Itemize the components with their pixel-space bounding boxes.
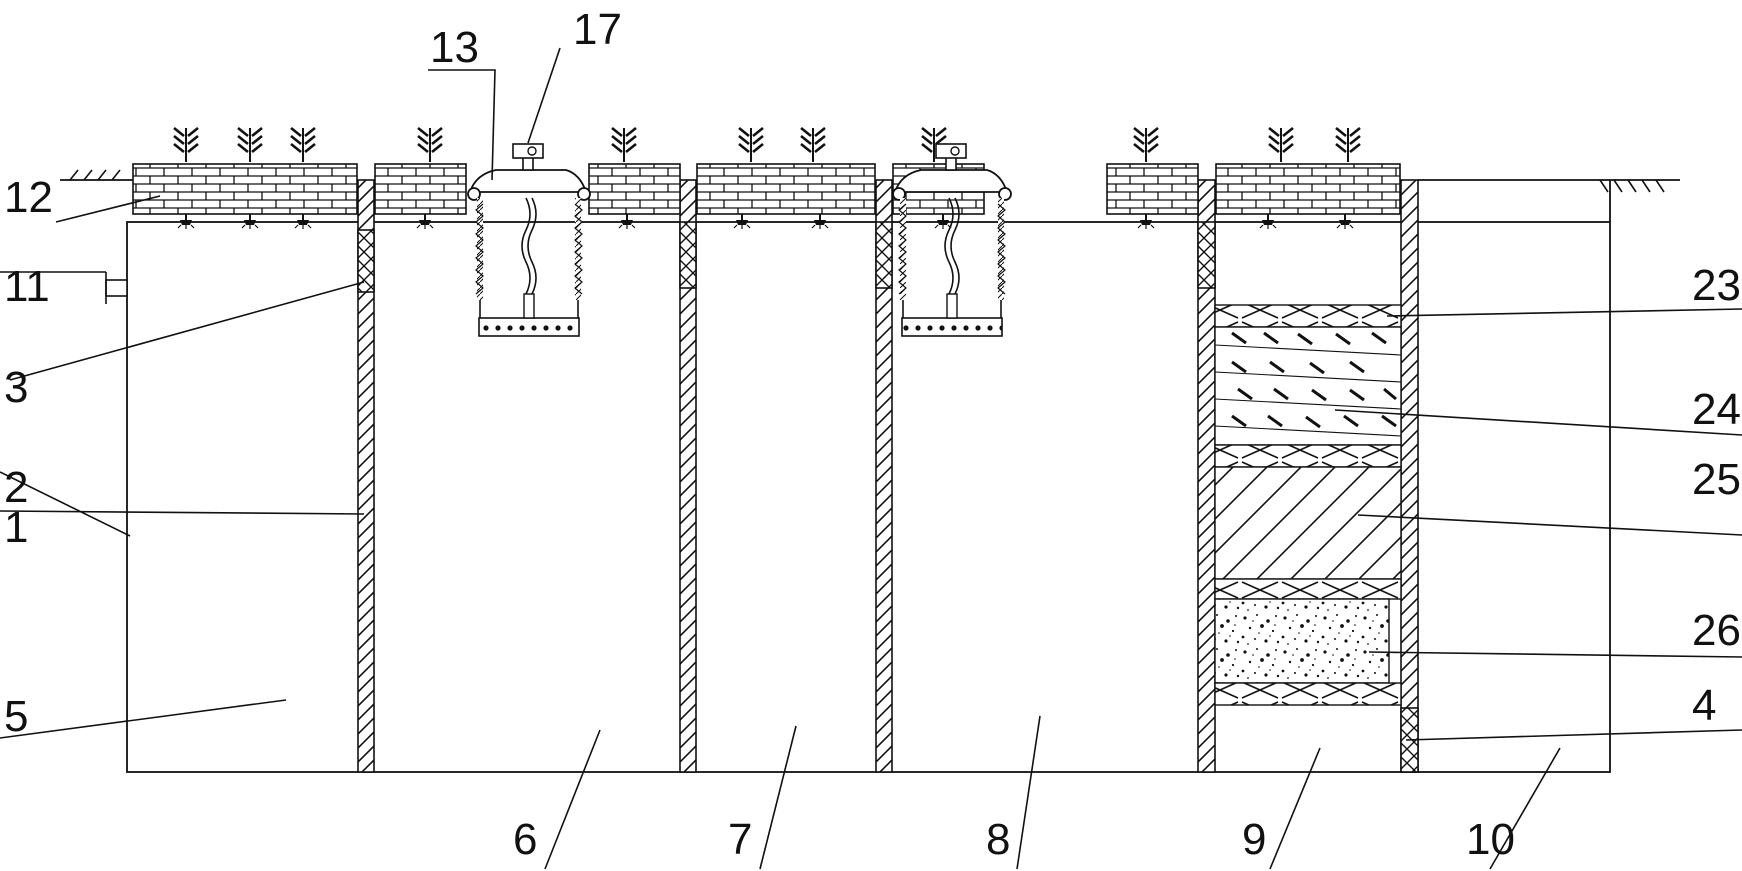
label-7: 7 — [728, 815, 752, 864]
label-9: 9 — [1242, 815, 1266, 864]
label-2: 2 — [4, 463, 28, 512]
label-24: 24 — [1692, 385, 1741, 434]
ground-surface — [60, 169, 1680, 193]
filter-layer-24 — [1214, 326, 1402, 446]
leader-lines — [0, 47, 1742, 870]
label-5: 5 — [4, 692, 28, 741]
label-10: 10 — [1466, 815, 1515, 864]
filter-media — [1214, 304, 1402, 706]
label-17: 17 — [573, 5, 622, 54]
label-6: 6 — [513, 815, 537, 864]
part-labels: 1 2 3 4 5 6 7 8 9 10 11 12 13 17 23 24 2… — [4, 5, 1741, 864]
label-23: 23 — [1692, 261, 1741, 310]
aeration-unit-2 — [892, 143, 1012, 337]
label-1: 1 — [4, 503, 28, 552]
tank-body — [126, 180, 1611, 773]
aeration-unit-1 — [467, 143, 591, 337]
inlet-pipe — [105, 272, 128, 304]
plants — [172, 126, 1362, 164]
label-12: 12 — [4, 173, 53, 222]
partition-walls — [357, 179, 1419, 773]
label-25: 25 — [1692, 455, 1741, 504]
label-13: 13 — [430, 23, 479, 72]
filter-layer-26 — [1214, 598, 1390, 684]
label-26: 26 — [1692, 606, 1741, 655]
label-3: 3 — [4, 363, 28, 412]
filter-layer-25 — [1214, 466, 1402, 580]
label-11: 11 — [4, 262, 50, 311]
label-4: 4 — [1692, 681, 1716, 730]
label-8: 8 — [986, 815, 1010, 864]
